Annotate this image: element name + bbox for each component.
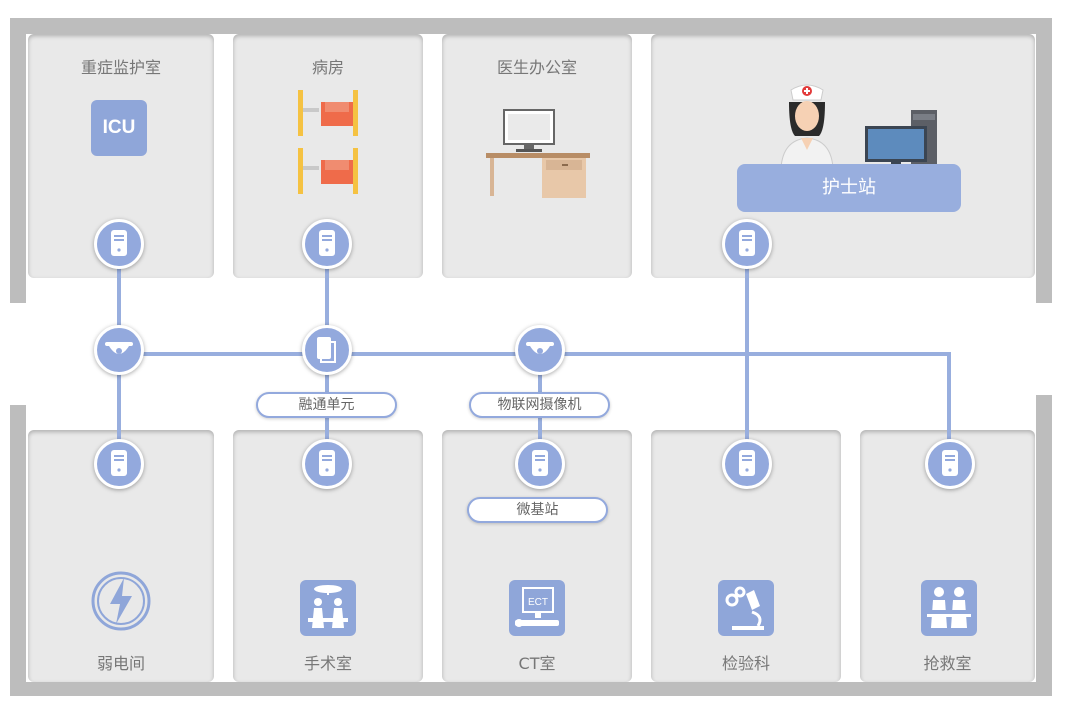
ect-device-icon: ECT <box>515 587 559 627</box>
icu-icon-text: ICU <box>102 117 136 138</box>
server-node-lab[interactable] <box>722 439 772 489</box>
dome-camera-icon <box>526 342 554 354</box>
ct-scanner-icon: ECT <box>509 580 565 636</box>
fusion-unit-icon <box>317 337 336 363</box>
server-node-ward[interactable] <box>302 219 352 269</box>
iot-camera-label: 物联网摄像机 <box>469 392 610 418</box>
room-label-emergency: 抢救室 <box>923 654 972 673</box>
nurse-station-label: 护士站 <box>822 177 876 198</box>
rescue-figures-icon <box>927 587 971 628</box>
desk-computer-icon <box>486 109 590 198</box>
left-wall-bottom <box>10 405 26 695</box>
room-nurse-area: 护士站 <box>651 34 1035 278</box>
ect-icon-text: ECT <box>528 597 548 608</box>
room-label-doctor-office: 医生办公室 <box>496 58 577 77</box>
room-label-ct: CT室 <box>518 654 556 673</box>
fusion-unit-node[interactable] <box>302 325 352 375</box>
room-label-icu: 重症监护室 <box>80 58 161 77</box>
server-icon <box>942 450 958 476</box>
server-icon <box>319 450 335 476</box>
room-label-lab: 检验科 <box>721 654 770 673</box>
server-node-nurse[interactable] <box>722 219 772 269</box>
micro-station-node[interactable] <box>515 439 565 489</box>
icu-icon: ICU <box>91 100 147 156</box>
server-icon <box>319 230 335 256</box>
server-node-emergency[interactable] <box>925 439 975 489</box>
iot-camera-node[interactable] <box>515 325 565 375</box>
server-node-icu[interactable] <box>94 219 144 269</box>
top-wall <box>10 18 1052 34</box>
left-wall-top <box>10 18 26 303</box>
lab-microscope-icon <box>725 586 764 630</box>
microscope-icon <box>718 580 774 636</box>
server-icon <box>739 450 755 476</box>
camera-node-left[interactable] <box>94 325 144 375</box>
server-node-weak-current[interactable] <box>94 439 144 489</box>
right-wall-top <box>1036 18 1052 303</box>
dome-camera-icon <box>105 342 133 354</box>
server-node-operating[interactable] <box>302 439 352 489</box>
server-icon <box>111 450 127 476</box>
room-label-ward: 病房 <box>311 58 344 77</box>
surgery-figure-icon <box>308 585 348 628</box>
room-ct: ECT CT室 <box>442 430 632 682</box>
bottom-wall <box>10 682 1052 696</box>
lightning-icon <box>91 571 151 631</box>
emergency-icon <box>921 580 977 636</box>
link-nurse-lab <box>745 262 749 462</box>
room-lab: 检验科 <box>651 430 841 682</box>
computer-workstation-icon <box>865 110 937 168</box>
room-doctor-office: 医生办公室 <box>442 34 632 278</box>
server-icon <box>532 450 548 476</box>
surgery-icon <box>300 580 356 636</box>
room-label-weak-current: 弱电间 <box>96 654 145 673</box>
nurse-icon <box>780 84 834 168</box>
nurse-station-counter: 护士站 <box>737 164 961 212</box>
hospital-bed-icon <box>298 90 358 194</box>
fusion-unit-label: 融通单元 <box>256 392 397 418</box>
micro-station-label: 微基站 <box>467 497 608 523</box>
server-icon <box>739 230 755 256</box>
server-icon <box>111 230 127 256</box>
link-ward-fusion <box>325 262 329 347</box>
link-emergency <box>947 352 951 460</box>
right-wall-bottom <box>1036 395 1052 695</box>
room-label-operating: 手术室 <box>303 654 352 673</box>
